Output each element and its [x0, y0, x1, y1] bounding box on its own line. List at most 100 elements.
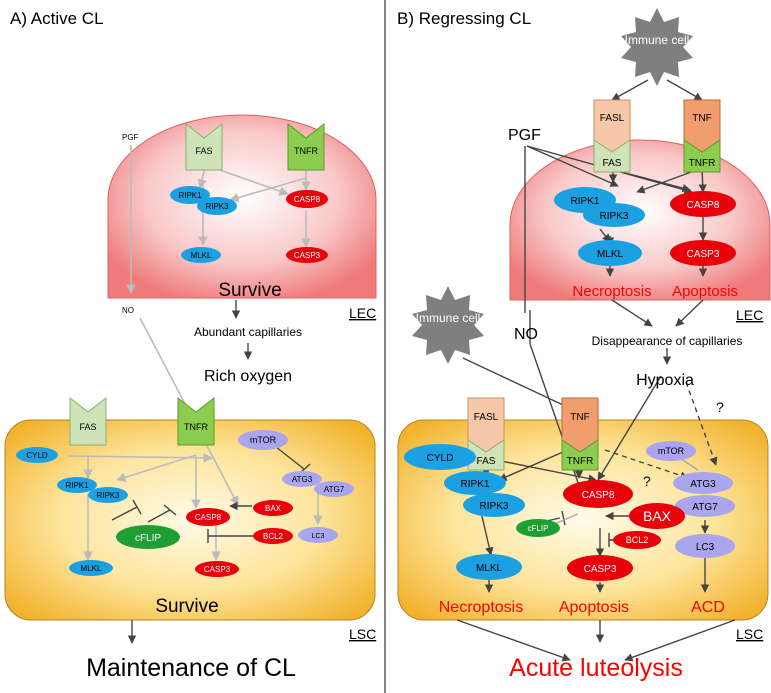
casp8-label-a: CASP8 — [294, 195, 321, 204]
atg3-label-a: ATG3 — [292, 475, 313, 484]
ripk1-label-b-lsc: RIPK1 — [461, 479, 490, 490]
tnfr-label-a: TNFR — [294, 146, 318, 156]
cflip-node-a — [116, 525, 180, 549]
tnfr-label-b: TNFR — [689, 158, 716, 169]
oxygen-text-a: Rich oxygen — [204, 368, 292, 385]
fas-receptor-a — [185, 122, 223, 171]
fas-receptor-b — [593, 139, 631, 173]
ripk3-node-a-lsc — [88, 487, 128, 503]
cflip-label-a: cFLIP — [135, 533, 161, 544]
tnf-label-b-lsc: TNF — [570, 412, 589, 423]
bcl2-node-b — [613, 531, 661, 549]
lec-label-a: LEC — [349, 305, 376, 321]
mlkl-node-b — [578, 240, 642, 266]
casp8-label-b-lsc: CASP8 — [582, 490, 615, 501]
lsc-label-a: LSC — [349, 626, 376, 642]
ripk3-label-b: RIPK3 — [600, 211, 629, 222]
cflip-node-b — [516, 519, 560, 537]
casp3-node-a-lsc — [195, 561, 239, 577]
ripk1-label-b: RIPK1 — [571, 196, 600, 207]
mtor-label-b: mTOR — [658, 446, 685, 456]
panel-a: A) Active CL — [4, 9, 377, 682]
immune-cell-mid-label: Immune cell — [416, 311, 481, 325]
lc3-node-b — [675, 534, 735, 558]
bax-node-a — [253, 500, 293, 516]
bax-label-b: BAX — [643, 508, 672, 524]
capillaries-text-b: Disappearance of capillaries — [592, 334, 743, 348]
acd-text-b: ACD — [691, 599, 725, 616]
cflip-label-b: cFLIP — [528, 524, 549, 533]
panel-a-title: A) Active CL — [10, 9, 104, 28]
ripk3-label-a-lsc: RIPK3 — [96, 491, 120, 500]
outcome-a: Maintenance of CL — [86, 654, 296, 682]
casp3-label-a: CASP3 — [294, 251, 321, 260]
question-mark-2: ? — [643, 473, 651, 489]
ripk3-node-a — [197, 197, 237, 215]
tnfr-receptor-a-lsc — [177, 396, 215, 446]
question-mark-1: ? — [716, 399, 724, 415]
immune-cell-top-label: Immune cell — [625, 33, 690, 47]
no-label-a: NO — [122, 306, 134, 315]
atg7-node-b — [675, 495, 735, 517]
bcl2-label-a: BCL2 — [263, 532, 284, 541]
no-label-b: NO — [514, 326, 538, 343]
mlkl-node-b-lsc — [456, 554, 522, 580]
cyld-label-a: CYLD — [26, 451, 48, 460]
ripk3-label-a: RIPK3 — [205, 202, 229, 211]
bcl2-label-b: BCL2 — [626, 535, 649, 545]
casp3-node-a — [286, 247, 328, 263]
lec-label-b: LEC — [736, 307, 763, 323]
panel-b: B) Regressing CL Immune cell Immune cell — [397, 8, 771, 682]
fas-label-a-lsc: FAS — [79, 422, 96, 432]
hypoxia-text-b: Hypoxia — [636, 372, 694, 389]
tnfr-receptor-b — [683, 139, 721, 173]
mlkl-label-b: MLKL — [597, 249, 624, 260]
ripk3-label-b-lsc: RIPK3 — [480, 501, 509, 512]
ripk1-node-b-lsc — [444, 471, 506, 495]
cyld-node-b — [404, 444, 476, 470]
lec-status-a: Survive — [218, 280, 281, 301]
casp8-node-a — [286, 190, 328, 208]
tnfr-label-a-lsc: TNFR — [184, 422, 208, 432]
atg3-node-b — [673, 472, 733, 494]
panel-b-dashed — [604, 381, 718, 480]
casp3-node-b — [670, 240, 736, 266]
ripk1-node-a — [170, 186, 210, 204]
lc3-node-a — [298, 527, 338, 543]
atg3-node-a — [282, 471, 322, 487]
fasl-label-b: FASL — [600, 113, 625, 124]
atg7-label-a: ATG7 — [324, 485, 345, 494]
casp8-node-b-lsc — [563, 480, 633, 508]
capillaries-text-a: Abundant capillaries — [194, 325, 302, 339]
mlkl-label-a: MLKL — [191, 251, 212, 260]
panel-a-dark-arrows — [111, 300, 311, 644]
fas-label-b-lsc: FAS — [477, 456, 496, 467]
mtor-node-a — [238, 430, 288, 450]
casp3-label-a-lsc: CASP3 — [204, 565, 231, 574]
necroptosis-text-b: Necroptosis — [572, 283, 651, 300]
atg7-label-b: ATG7 — [692, 502, 718, 513]
atg7-node-a — [314, 481, 354, 497]
cyld-node-a — [16, 447, 58, 463]
lsc-label-b: LSC — [736, 626, 763, 642]
lsc-status-a: Survive — [155, 596, 218, 617]
fas-label-b: FAS — [603, 158, 622, 169]
cyld-label-b: CYLD — [427, 453, 454, 464]
casp8-label-a-lsc: CASP8 — [195, 513, 222, 522]
fas-receptor-a-lsc — [69, 396, 107, 446]
tnfr-label-b-lsc: TNFR — [567, 456, 594, 467]
mtor-label-a: mTOR — [250, 435, 277, 445]
mlkl-label-b-lsc: MLKL — [476, 563, 503, 574]
lec-cell-a — [107, 114, 377, 299]
fas-label-a: FAS — [195, 146, 212, 156]
necroptosis-text-b-lsc: Necroptosis — [439, 599, 523, 616]
pgf-label-a: PGF — [122, 133, 139, 142]
ripk3-node-b-lsc — [463, 493, 525, 517]
lc3-label-a: LC3 — [312, 533, 325, 540]
mlkl-label-a-lsc: MLKL — [81, 564, 102, 573]
casp8-node-a-lsc — [186, 508, 230, 526]
fasl-label-b-lsc: FASL — [474, 412, 499, 423]
lc3-label-b: LC3 — [696, 542, 715, 553]
atg3-label-b: ATG3 — [690, 479, 716, 490]
